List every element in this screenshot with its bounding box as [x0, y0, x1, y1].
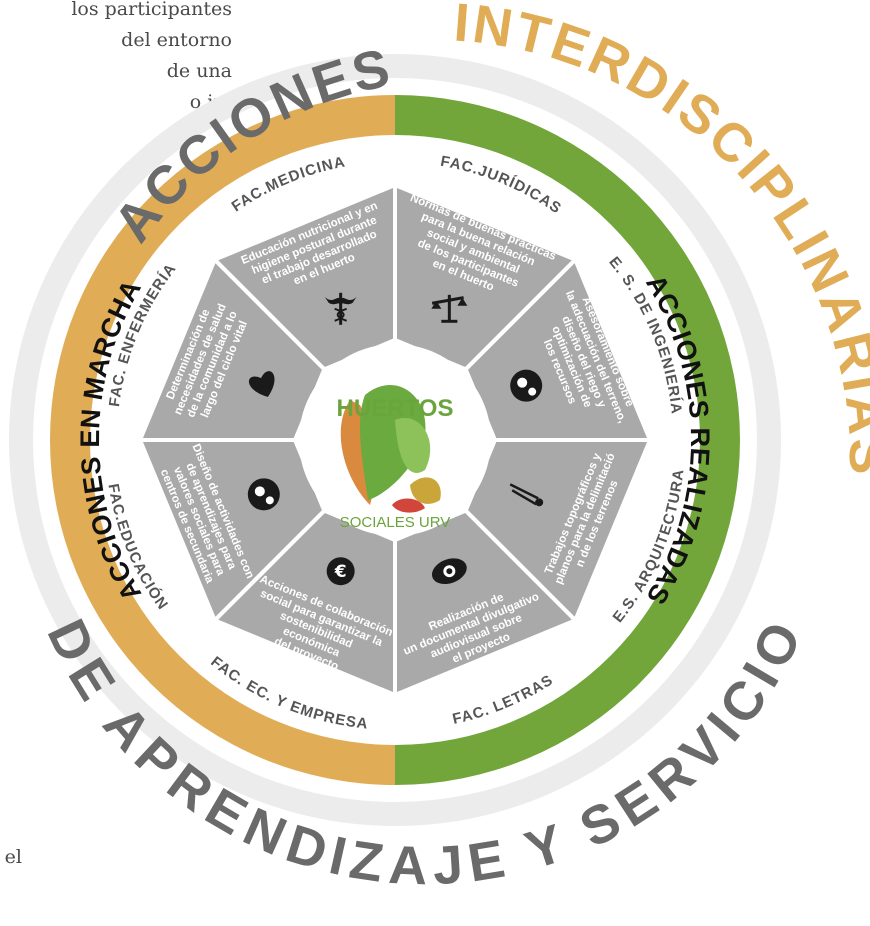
ring-right-green: [395, 95, 740, 785]
euro-icon: €: [326, 557, 355, 586]
scales-icon: [431, 294, 468, 323]
background-text-bottom: el: [4, 846, 22, 868]
head-gears-icon: [247, 478, 280, 511]
heart-icon: [248, 371, 275, 397]
caduceus-icon: [324, 292, 357, 325]
eye-icon: [431, 558, 467, 585]
ring-left-orange: [50, 95, 395, 785]
compass-icon: [509, 483, 544, 507]
svg-text:€: €: [334, 562, 347, 582]
center-title: HUERTOS: [337, 395, 454, 422]
gears-icon: [510, 369, 543, 402]
center-subtitle: SOCIALES URV: [340, 514, 451, 531]
faculty-segments: Educación nutricional y enhigiene postur…: [104, 153, 686, 733]
huertos-logo: [340, 384, 441, 513]
